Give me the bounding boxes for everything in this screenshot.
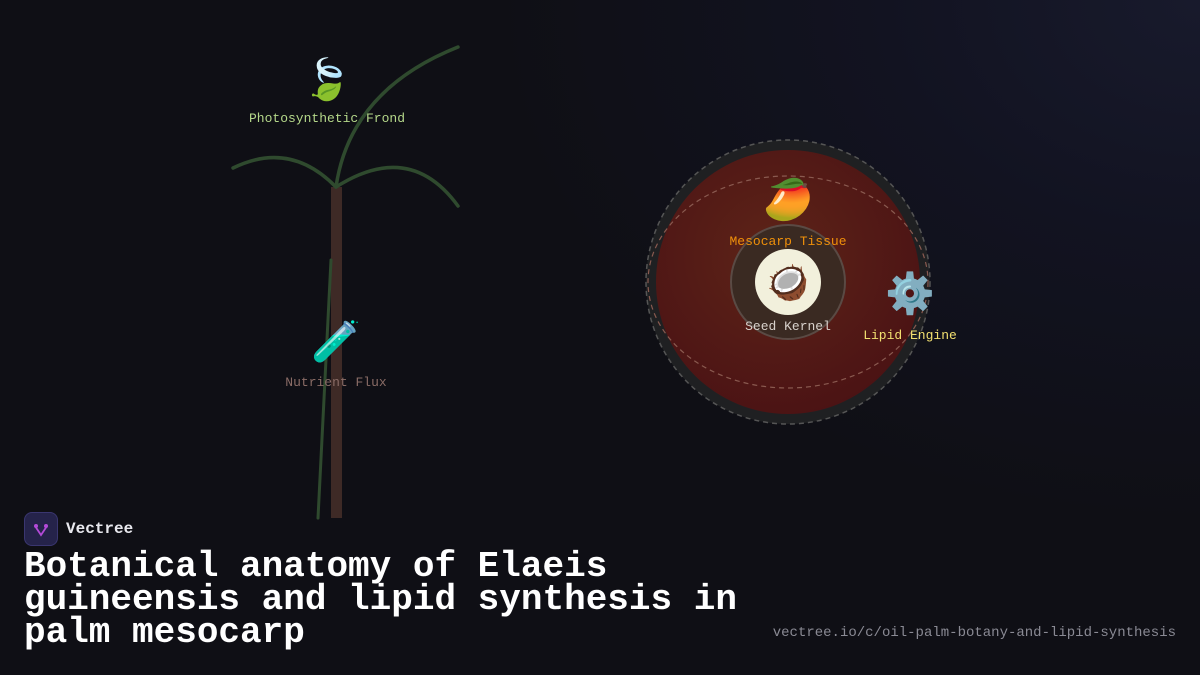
gear-icon: ⚙️ bbox=[885, 271, 935, 317]
leaf-fluttering-icon: 🍃 bbox=[302, 57, 352, 103]
frond-right bbox=[334, 165, 460, 208]
mesocarp-label: Mesocarp Tissue bbox=[729, 234, 847, 249]
vectree-logo-icon bbox=[24, 512, 58, 546]
lipid-label: Lipid Engine bbox=[863, 328, 957, 343]
source-url: vectree.io/c/oil-palm-botany-and-lipid-s… bbox=[772, 625, 1176, 641]
kernel-core bbox=[755, 249, 821, 315]
frond-stem bbox=[316, 258, 333, 520]
mango-icon: 🥭 bbox=[763, 177, 813, 223]
coconut-icon: 🥥 bbox=[766, 263, 810, 303]
kernel-label: Seed Kernel bbox=[745, 319, 831, 334]
test-tube-icon: 🧪 bbox=[311, 319, 361, 365]
mesocarp-boundary bbox=[647, 175, 929, 389]
frond-label: Photosynthetic Frond bbox=[248, 111, 406, 126]
brand: Vectree bbox=[24, 512, 133, 546]
nutrient-label: Nutrient Flux bbox=[285, 375, 387, 390]
frond-upper bbox=[334, 45, 460, 189]
palm-trunk bbox=[331, 187, 342, 518]
brand-name: Vectree bbox=[66, 520, 134, 538]
frond-left bbox=[231, 155, 338, 189]
page-title: Botanical anatomy of Elaeis guineensis a… bbox=[24, 546, 737, 653]
